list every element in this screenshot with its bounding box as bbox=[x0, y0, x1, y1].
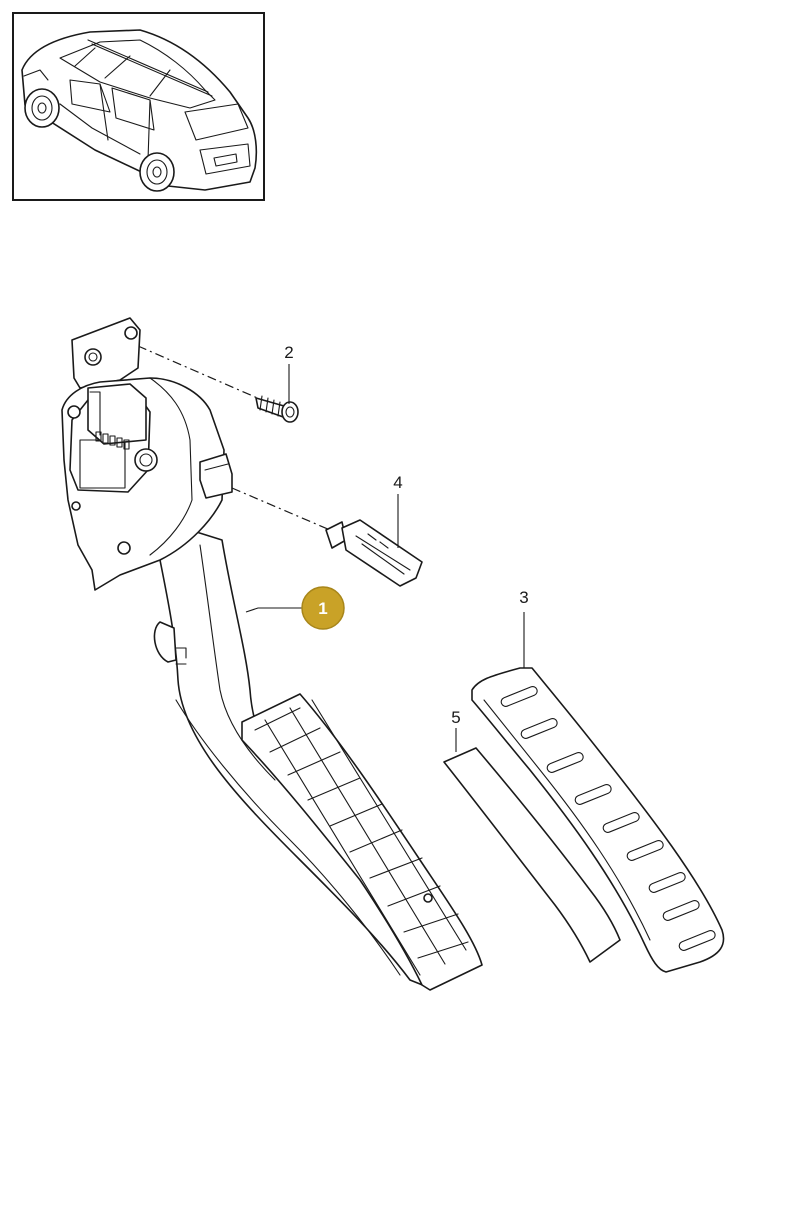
pedal-pad-grip-pattern bbox=[254, 699, 469, 976]
accelerator-pedal-module[interactable] bbox=[61, 317, 483, 991]
pedal-cover-part-3[interactable] bbox=[471, 667, 725, 973]
assembly-line-clip bbox=[231, 487, 331, 531]
callout-2-label[interactable]: 2 bbox=[284, 343, 293, 362]
assembly-line-bolt bbox=[137, 345, 263, 401]
callout-4-label[interactable]: 4 bbox=[393, 473, 402, 492]
strip-part-5[interactable] bbox=[443, 747, 621, 963]
bolt-part-2[interactable] bbox=[255, 395, 299, 423]
suv-illustration bbox=[21, 29, 258, 192]
connector-pins bbox=[95, 431, 130, 450]
callout-1[interactable]: 1 bbox=[301, 586, 345, 630]
cover-grip-slots bbox=[500, 685, 716, 951]
callout-1-label: 1 bbox=[318, 599, 327, 618]
leader-line-1 bbox=[245, 607, 302, 613]
vehicle-thumbnail[interactable] bbox=[12, 12, 265, 201]
callout-3-label[interactable]: 3 bbox=[519, 588, 528, 607]
callout-5-label[interactable]: 5 bbox=[451, 708, 460, 727]
clip-part-4[interactable] bbox=[325, 519, 423, 587]
